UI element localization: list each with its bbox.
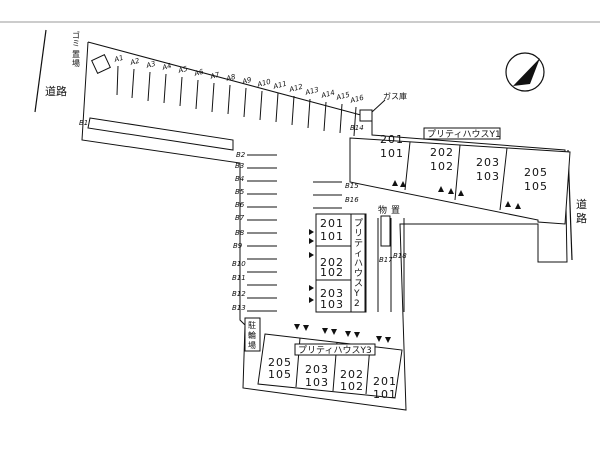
storage-shed: 物 置: [378, 204, 400, 247]
parking-a-labels: A1 A2 A3 A4 A5 A6 A7 A8 A9 A10 A11 A12 A…: [112, 54, 365, 105]
svg-text:B11: B11: [232, 274, 246, 282]
svg-text:輪: 輪: [248, 330, 256, 340]
svg-text:202: 202: [430, 146, 454, 159]
svg-text:B8: B8: [235, 229, 245, 237]
svg-text:ガス庫: ガス庫: [383, 91, 407, 101]
svg-text:テ: テ: [354, 238, 363, 249]
svg-text:A16: A16: [348, 94, 365, 106]
parking-b15-label: B15: [345, 182, 359, 190]
svg-text:201: 201: [380, 133, 404, 146]
svg-text:101: 101: [373, 388, 397, 401]
bicycle-parking: 駐 輪 場: [244, 317, 261, 352]
parking-b18-label: B18: [393, 252, 407, 260]
svg-text:ミ: ミ: [72, 39, 80, 48]
svg-text:B3: B3: [235, 162, 244, 170]
svg-text:2: 2: [354, 299, 360, 309]
svg-text:A7: A7: [208, 71, 220, 82]
parking-b17-label: B17: [379, 256, 393, 264]
svg-text:A11: A11: [271, 80, 287, 92]
svg-text:203: 203: [476, 156, 500, 169]
svg-text:105: 105: [524, 180, 548, 193]
parking-b16-label: B16: [345, 196, 359, 204]
svg-text:Y: Y: [353, 289, 360, 299]
svg-text:A6: A6: [192, 68, 204, 79]
building-y1: プリティハウスY1 201 101 202 102 203 103 205 10…: [349, 127, 571, 225]
svg-text:A3: A3: [144, 60, 156, 70]
svg-text:B2: B2: [236, 151, 246, 159]
right-road-label-bottom: 路: [576, 212, 587, 225]
building-y2: 201 101 202 102 203 103 プ リ テ ィ ハ ウ ス Y …: [309, 213, 367, 313]
svg-text:202: 202: [340, 368, 364, 381]
svg-text:A1: A1: [112, 54, 124, 64]
svg-text:105: 105: [268, 368, 292, 381]
svg-text:A12: A12: [287, 83, 304, 95]
svg-text:A4: A4: [160, 62, 172, 72]
parking-b14-label: B14: [350, 124, 364, 132]
svg-text:205: 205: [268, 356, 292, 369]
svg-text:B1: B1: [79, 119, 88, 127]
svg-text:101: 101: [380, 147, 404, 160]
parking-b1: B1: [79, 117, 234, 151]
svg-text:A8: A8: [224, 73, 236, 84]
svg-text:B10: B10: [232, 260, 246, 268]
building-y3-name: プリティハウスY3: [298, 345, 372, 356]
svg-text:物: 物: [378, 204, 387, 216]
svg-text:ィ: ィ: [354, 249, 363, 259]
building-y1-name: プリティハウスY1: [427, 129, 501, 140]
svg-text:202: 202: [320, 256, 344, 269]
svg-text:ハ: ハ: [354, 259, 363, 269]
site-boundary: [81, 41, 568, 411]
svg-text:ウ: ウ: [354, 268, 363, 279]
svg-text:101: 101: [320, 230, 344, 243]
svg-text:駐: 駐: [248, 320, 256, 330]
svg-text:B5: B5: [235, 188, 245, 196]
svg-text:102: 102: [430, 160, 454, 173]
svg-text:103: 103: [305, 376, 329, 389]
building-y2-name: プ リ テ ィ ハ ウ ス Y 2: [353, 218, 363, 309]
svg-text:103: 103: [320, 298, 344, 311]
svg-text:場: 場: [72, 58, 80, 68]
left-road-edge: [34, 29, 47, 113]
svg-text:置: 置: [72, 50, 80, 59]
right-road-label-top: 道: [576, 197, 587, 211]
svg-text:203: 203: [320, 287, 344, 300]
parking-b17-b18: [377, 218, 405, 312]
svg-text:プ: プ: [354, 218, 363, 229]
svg-text:場: 場: [248, 340, 256, 350]
svg-text:205: 205: [524, 166, 548, 179]
svg-text:A15: A15: [334, 91, 351, 103]
left-road-label: 道路: [45, 84, 67, 98]
gas-storage: ガス庫: [359, 91, 407, 122]
svg-text:B4: B4: [235, 175, 244, 183]
svg-text:A2: A2: [128, 57, 140, 68]
svg-text:ス: ス: [354, 279, 363, 289]
svg-text:102: 102: [320, 266, 344, 279]
svg-text:A5: A5: [176, 65, 188, 76]
svg-text:203: 203: [305, 363, 329, 376]
svg-text:A13: A13: [303, 86, 319, 98]
svg-text:A14: A14: [319, 89, 335, 101]
svg-text:ゴ: ゴ: [72, 30, 80, 40]
svg-text:201: 201: [373, 375, 397, 388]
north-arrow-icon: [505, 52, 545, 92]
parking-b-right-lines: [247, 154, 277, 312]
svg-text:B13: B13: [232, 304, 246, 312]
svg-text:B7: B7: [235, 214, 245, 222]
building-y3: プリティハウスY3 205 105 203 103 202 102 201 10…: [257, 324, 403, 401]
svg-text:103: 103: [476, 170, 500, 183]
parking-b15-b16: [313, 181, 342, 209]
svg-text:A9: A9: [240, 76, 252, 87]
svg-text:A10: A10: [255, 78, 272, 90]
parking-a-lines: [116, 65, 357, 137]
svg-text:B12: B12: [232, 290, 246, 298]
garbage-area: ゴ ミ 置 場: [72, 30, 111, 74]
svg-text:B9: B9: [233, 242, 243, 250]
svg-text:置: 置: [391, 205, 400, 216]
svg-text:201: 201: [320, 217, 344, 230]
svg-text:リ: リ: [354, 229, 363, 239]
svg-text:102: 102: [340, 380, 364, 393]
svg-text:B6: B6: [235, 201, 245, 209]
parking-b-right-labels: B2 B3 B4 B5 B6 B7 B8 B9 B10 B11 B12 B13: [232, 151, 246, 312]
